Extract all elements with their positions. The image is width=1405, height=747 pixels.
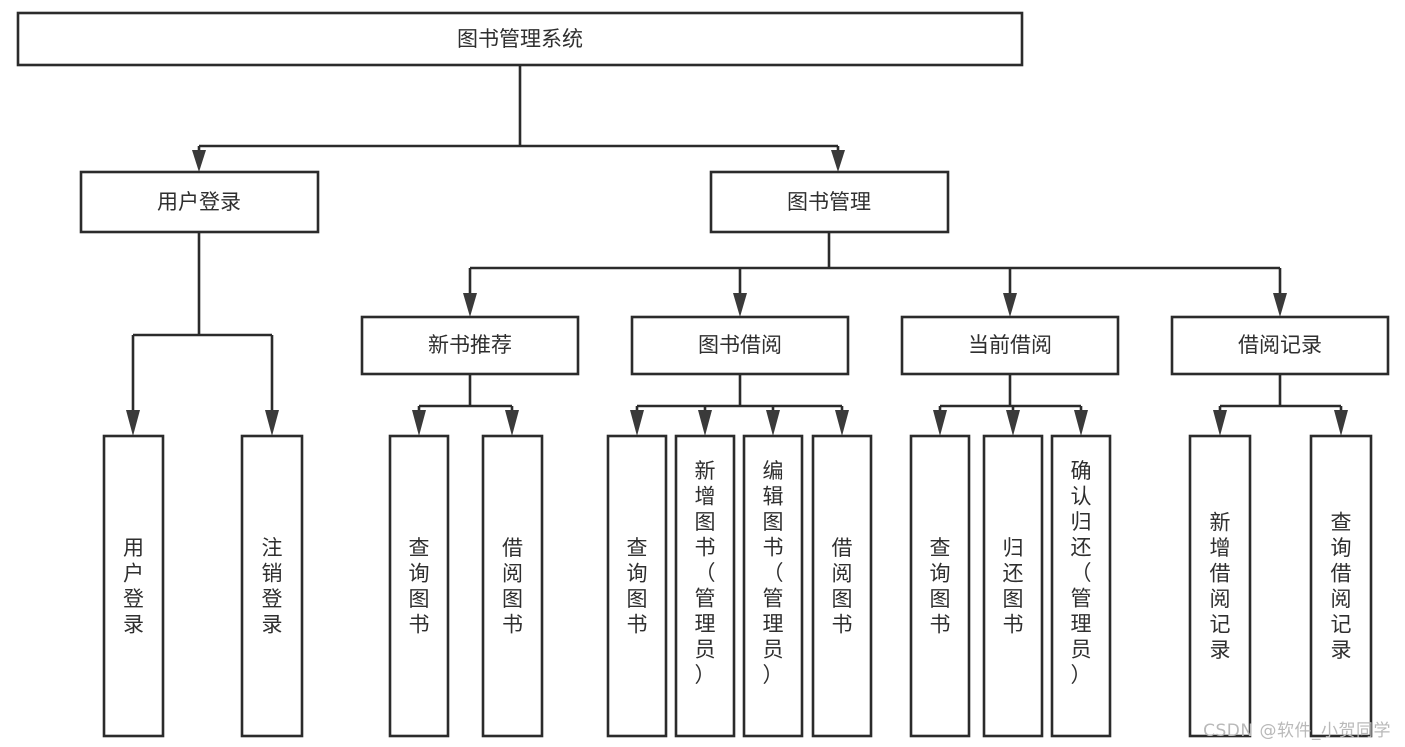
leaf-add-book-admin-label: 新增图书（管理员） [695,459,716,687]
leaf-query-book-borrow-label: 查询图书 [627,536,648,637]
node-book-manage-box[interactable] [709,170,950,234]
node-current-borrow[interactable]: 当前借阅 [900,315,1120,376]
node-book-manage-label: 图书管理 [787,190,871,214]
leaf-query-book-rec-label: 查询图书 [409,536,430,637]
leaf-query-book-current-box[interactable] [909,434,971,738]
leaf-node-layer: 用户登录 注销登录 查询图书 借阅图书 查询图书 新增图书（管理员） 编辑图书（管理员） 借阅… [102,434,1373,738]
node-root-box[interactable] [16,11,1024,67]
leaf-query-book-rec-box[interactable] [388,434,450,738]
node-user-login-label: 用户登录 [157,190,241,214]
arrow-head-leaf-confirm-return [1074,410,1088,436]
node-user-login[interactable]: 用户登录 [79,170,320,234]
leaf-query-book-borrow-box[interactable] [606,434,668,738]
leaf-confirm-return-box[interactable] [1050,434,1112,738]
leaf-edit-book-admin-label: 编辑图书（管理员） [763,459,784,687]
leaf-user-login-label: 用户登录 [123,536,144,637]
node-borrow-record[interactable]: 借阅记录 [1170,315,1390,376]
node-book-borrow-box[interactable] [630,315,850,376]
leaf-logout-login-box[interactable] [240,434,304,738]
leaf-borrow-book-rec-label: 借阅图书 [502,536,523,637]
node-user-login-box[interactable] [79,170,320,234]
node-root[interactable]: 图书管理系统 [16,11,1024,67]
arrow-head-leaf-borrow-book-borrow [835,410,849,436]
node-current-borrow-label: 当前借阅 [968,333,1052,357]
node-book-manage[interactable]: 图书管理 [709,170,950,234]
arrow-head-leaf-borrow-book-rec [505,410,519,436]
leaf-borrow-book-rec[interactable]: 借阅图书 [481,434,544,738]
leaf-confirm-return-label: 确认归还（管理员） [1071,459,1092,687]
node-borrow-record-label: 借阅记录 [1238,333,1322,357]
arrow-head-borrow-record [1273,293,1287,317]
leaf-user-login-box[interactable] [102,434,165,738]
arrow-head-leaf-user-login [126,410,140,436]
arrow-head-leaf-return-book [1006,410,1020,436]
node-book-borrow-label: 图书借阅 [698,333,782,357]
leaf-edit-book-admin-box[interactable] [742,434,804,738]
arrow-head-leaf-query-book-current [933,410,947,436]
leaf-user-login[interactable]: 用户登录 [102,434,165,738]
arrow-head-leaf-query-borrow-record [1334,410,1348,436]
arrow-head-leaf-edit-book-admin [766,410,780,436]
node-borrow-record-box[interactable] [1170,315,1390,376]
arrow-head-leaf-query-book-rec [412,410,426,436]
arrow-head-book-borrow [733,293,747,317]
leaf-edit-book-admin[interactable]: 编辑图书（管理员） [742,434,804,738]
arrow-head-new-book-rec [463,293,477,317]
leaf-add-borrow-record-box[interactable] [1188,434,1252,738]
arrow-head-current-borrow [1003,293,1017,317]
arrow-head-leaf-add-borrow-record [1213,410,1227,436]
node-new-book-rec-label: 新书推荐 [428,333,512,357]
leaf-logout-login[interactable]: 注销登录 [240,434,304,738]
leaf-return-book[interactable]: 归还图书 [982,434,1044,738]
leaf-add-book-admin-box[interactable] [674,434,736,738]
node-new-book-rec-box[interactable] [360,315,580,376]
leaf-query-book-borrow[interactable]: 查询图书 [606,434,668,738]
leaf-confirm-return[interactable]: 确认归还（管理员） [1050,434,1112,738]
leaf-borrow-book-rec-box[interactable] [481,434,544,738]
csdn-watermark: CSDN @软件_小贺同学 [1203,721,1391,741]
node-book-borrow[interactable]: 图书借阅 [630,315,850,376]
leaf-borrow-book-borrow-label: 借阅图书 [832,536,853,637]
leaf-query-borrow-record-label: 查询借阅记录 [1331,510,1352,662]
leaf-logout-login-label: 注销登录 [262,536,283,637]
leaf-return-book-box[interactable] [982,434,1044,738]
arrow-head-leaf-add-book-admin [698,410,712,436]
arrow-head-leaf-logout-login [265,410,279,436]
node-current-borrow-box[interactable] [900,315,1120,376]
leaf-query-borrow-record[interactable]: 查询借阅记录 [1309,434,1373,738]
leaf-add-borrow-record-label: 新增借阅记录 [1210,510,1231,662]
node-root-label: 图书管理系统 [457,27,583,51]
arrow-head-user-login [192,150,206,172]
leaf-return-book-label: 归还图书 [1003,536,1024,637]
leaf-query-book-current-label: 查询图书 [930,536,951,637]
leaf-add-book-admin[interactable]: 新增图书（管理员） [674,434,736,738]
arrow-head-book-manage [831,150,845,172]
leaf-borrow-book-borrow[interactable]: 借阅图书 [811,434,873,738]
leaf-borrow-book-borrow-box[interactable] [811,434,873,738]
connector-group [126,65,1348,436]
arrow-head-leaf-query-book-borrow [630,410,644,436]
leaf-query-book-current[interactable]: 查询图书 [909,434,971,738]
node-new-book-rec[interactable]: 新书推荐 [360,315,580,376]
leaf-add-borrow-record[interactable]: 新增借阅记录 [1188,434,1252,738]
leaf-query-book-rec[interactable]: 查询图书 [388,434,450,738]
leaf-query-borrow-record-box[interactable] [1309,434,1373,738]
